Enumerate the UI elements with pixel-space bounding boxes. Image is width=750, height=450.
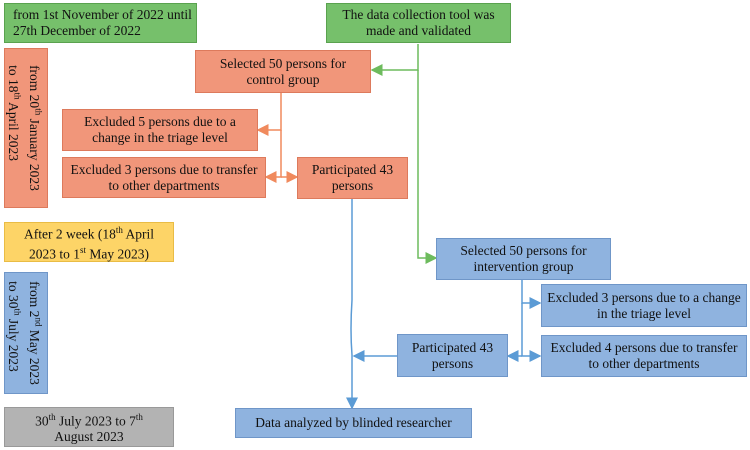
intervention-participated-text: Participated 43 persons [411,339,494,371]
intervention-excluded-transfer-text: Excluded 4 persons due to transfer to ot… [550,340,738,371]
intervention-selected-text: Selected 50 persons for intervention gro… [460,243,587,274]
intervention-excluded-transfer-box: Excluded 4 persons due to transfer to ot… [541,335,747,377]
timeline-phase3-text: After 2 week (18th April 2023 to 1st May… [24,224,154,262]
arrow-tool-to-control [370,44,419,76]
timeline-phase4-text: from 2nd May 2023 to 30th July 2023 [6,281,44,385]
timeline-phase5-text: 30th July 2023 to 7th August 2023 [35,411,143,445]
control-excluded-transfer-box: Excluded 3 persons due to transfer to ot… [62,157,266,198]
control-participated-box: Participated 43 persons [297,157,408,199]
analysis-text: Data analyzed by blinded researcher [255,415,452,430]
data-collection-tool-text: The data collection tool was made and va… [342,7,495,38]
control-selected-text: Selected 50 persons for control group [219,55,347,87]
timeline-phase1-text: from 1st November of 2022 until 27th Dec… [13,7,192,38]
timeline-phase5: 30th July 2023 to 7th August 2023 [4,407,174,447]
timeline-phase3: After 2 week (18th April 2023 to 1st May… [4,222,174,262]
intervention-participated-box: Participated 43 persons [397,334,508,377]
control-excluded-transfer-text: Excluded 3 persons due to transfer to ot… [70,161,258,193]
arrow-control-participated-to-analysis [346,199,358,410]
analysis-box: Data analyzed by blinded researcher [235,408,472,438]
arrow-intervention-to-excluded-triage [521,280,542,309]
intervention-excluded-triage-box: Excluded 3 persons due to a change in th… [541,284,747,327]
control-excluded-triage-text: Excluded 5 persons due to a change in th… [84,114,236,145]
intervention-excluded-triage-text: Excluded 3 persons due to a change in th… [547,289,741,321]
arrow-tool-to-intervention [417,70,438,264]
intervention-selected-box: Selected 50 persons for intervention gro… [436,238,611,280]
control-excluded-triage-box: Excluded 5 persons due to a change in th… [62,109,258,151]
timeline-phase2: from 20th January 2023 to 18th April 202… [4,48,48,208]
timeline-phase2-text: from 20th January 2023 to 18th April 202… [6,65,44,191]
arrow-control-to-excluded-transfer [264,130,282,183]
data-collection-tool-box: The data collection tool was made and va… [326,3,511,43]
arrow-intervention-to-excluded-transfer [521,303,542,362]
control-selected-box: Selected 50 persons for control group [195,50,371,93]
timeline-phase1: from 1st November of 2022 until 27th Dec… [4,3,197,43]
timeline-phase4: from 2nd May 2023 to 30th July 2023 [4,272,48,394]
arrow-control-to-excluded-triage [256,93,282,136]
control-participated-text: Participated 43 persons [311,162,394,193]
